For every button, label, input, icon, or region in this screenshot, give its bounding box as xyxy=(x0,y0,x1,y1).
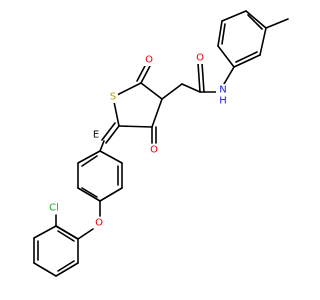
atom-label-h: H xyxy=(219,96,227,107)
atom-label-s: S xyxy=(110,92,116,103)
bond-c2-n3 xyxy=(140,82,163,100)
atom-label-cl: Cl xyxy=(49,203,59,214)
bond-ch2-co xyxy=(181,83,201,93)
atom-label-o-ether: O xyxy=(95,218,103,229)
bond-ar3-inner-2 xyxy=(247,14,263,30)
atom-nh: N H xyxy=(216,84,230,108)
atom-s: S xyxy=(108,91,118,103)
bond-ch-aryl xyxy=(99,140,105,152)
bond-ar1-a xyxy=(99,150,123,164)
stereo-label-e: E xyxy=(93,130,99,141)
bond-c4-c5 xyxy=(118,125,153,128)
atom-o-ether: O xyxy=(94,217,104,229)
atom-o-amide: O xyxy=(195,52,205,64)
bond-ar3-methyl xyxy=(265,18,289,29)
tolyl-ring xyxy=(217,10,289,68)
bond-nh-ar3 xyxy=(223,66,235,85)
benzylidene-linker xyxy=(99,122,120,152)
acetamide-linker xyxy=(161,62,235,100)
bond-ar2-a xyxy=(33,225,57,239)
bond-n-ch2 xyxy=(161,83,183,100)
bond-ar3-e xyxy=(259,27,267,56)
atom-label-o-c2: O xyxy=(145,55,153,66)
bond-c5-ch-double-a xyxy=(105,125,120,144)
bond-c2-o-double-a xyxy=(140,65,151,84)
chlorophenyl-ring xyxy=(33,214,79,277)
bond-ar2-c xyxy=(33,262,57,277)
bond-o-ch2 xyxy=(77,228,94,240)
bond-ar1-d xyxy=(77,187,101,202)
bond-n3-c4 xyxy=(151,98,163,128)
bond-co-o-a xyxy=(197,62,201,93)
bond-ar1-f xyxy=(77,150,101,164)
bond-ar3-inner-3 xyxy=(235,51,258,63)
atom-label-o-c4: O xyxy=(150,145,158,156)
bond-ar2-f xyxy=(55,225,79,240)
bond-ar1-inner-2 xyxy=(81,187,98,198)
stereo-descriptor: E xyxy=(93,130,99,141)
bond-ar3-f xyxy=(233,54,261,68)
thiazolidinedione-ring xyxy=(112,63,163,144)
bond-ar2-inner-3 xyxy=(57,230,75,242)
bond-ar1-inner-3 xyxy=(81,155,98,167)
bond-ar3-b xyxy=(217,20,223,47)
bond-ar3-d xyxy=(245,10,267,29)
bond-c5-ch-double-b xyxy=(101,122,116,141)
atom-o-c4: O xyxy=(149,144,159,156)
bond-ar2-inner-2 xyxy=(57,260,75,272)
bond-ar3-a xyxy=(217,45,235,68)
bond-ar3-c xyxy=(221,10,247,22)
bond-ar2-d xyxy=(55,262,79,277)
atom-label-o-amide: O xyxy=(196,53,204,64)
central-phenyl-ring xyxy=(77,150,123,217)
molecule-structure-diagram: S O O O N H O Cl E xyxy=(33,10,289,277)
atom-label-n: N xyxy=(219,85,226,96)
atom-o-c2: O xyxy=(144,54,154,66)
bond-co-o-b xyxy=(201,62,205,93)
bond-ar1-c xyxy=(99,187,123,202)
bond-ar3-inner-1 xyxy=(221,23,226,45)
bond-c2-o-double-b xyxy=(136,63,147,82)
atom-cl: Cl xyxy=(46,202,62,214)
